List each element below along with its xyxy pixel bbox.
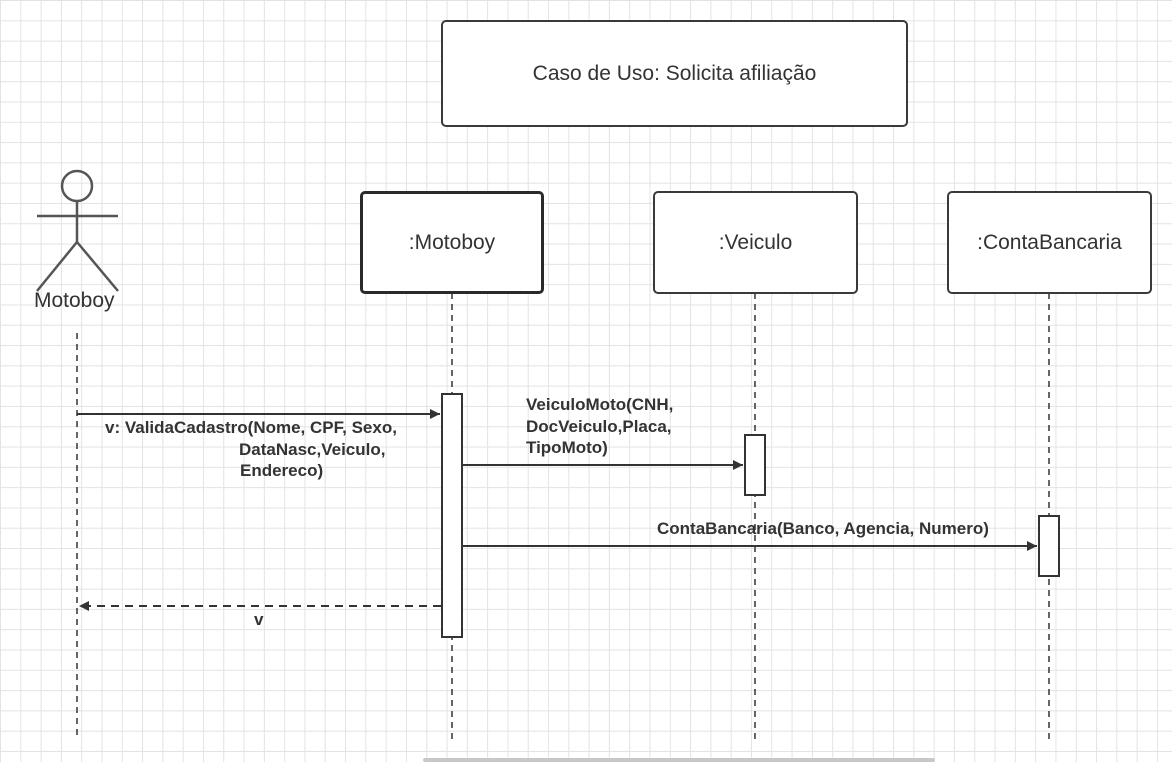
- veiculo-object-label: :Veiculo: [718, 230, 793, 254]
- message-label-veiculomoto-line1: VeiculoMoto(CNH,: [526, 395, 674, 414]
- message-label-contabancaria: ContaBancaria(Banco, Agencia, Numero): [657, 519, 989, 538]
- veiculo-object-box[interactable]: :Veiculo: [653, 191, 858, 294]
- motoboy-object-label: :Motoboy: [408, 230, 496, 254]
- use-case-title: Caso de Uso: Solicita afiliação: [532, 61, 817, 85]
- message-label-validacadastro-line3: Endereco): [240, 461, 324, 480]
- conta-activation-bar[interactable]: [1038, 515, 1060, 577]
- motoboy-activation-bar[interactable]: [441, 393, 463, 638]
- veiculo-activation-bar[interactable]: [744, 434, 766, 496]
- actor-stick-figure[interactable]: [36, 169, 119, 292]
- actor-left-leg: [36, 241, 78, 292]
- message-label-validacadastro-line1: v: ValidaCadastro(Nome, CPF, Sexo,: [105, 418, 397, 437]
- horizontal-scrollbar[interactable]: [423, 758, 935, 762]
- actor-head: [60, 169, 94, 203]
- message-label-veiculomoto-line3: TipoMoto): [526, 438, 608, 457]
- return-label-v: v: [254, 610, 264, 629]
- message-label-validacadastro-line2: DataNasc,Veiculo,: [239, 440, 386, 459]
- actor-name-label: Motoboy: [34, 289, 115, 312]
- actor-right-leg: [76, 241, 119, 292]
- contabancaria-object-box[interactable]: :ContaBancaria: [947, 191, 1152, 294]
- motoboy-object-box[interactable]: :Motoboy: [360, 191, 544, 294]
- contabancaria-object-label: :ContaBancaria: [977, 230, 1122, 254]
- message-label-veiculomoto-line2: DocVeiculo,Placa,: [526, 417, 672, 436]
- use-case-title-box[interactable]: Caso de Uso: Solicita afiliação: [441, 20, 908, 127]
